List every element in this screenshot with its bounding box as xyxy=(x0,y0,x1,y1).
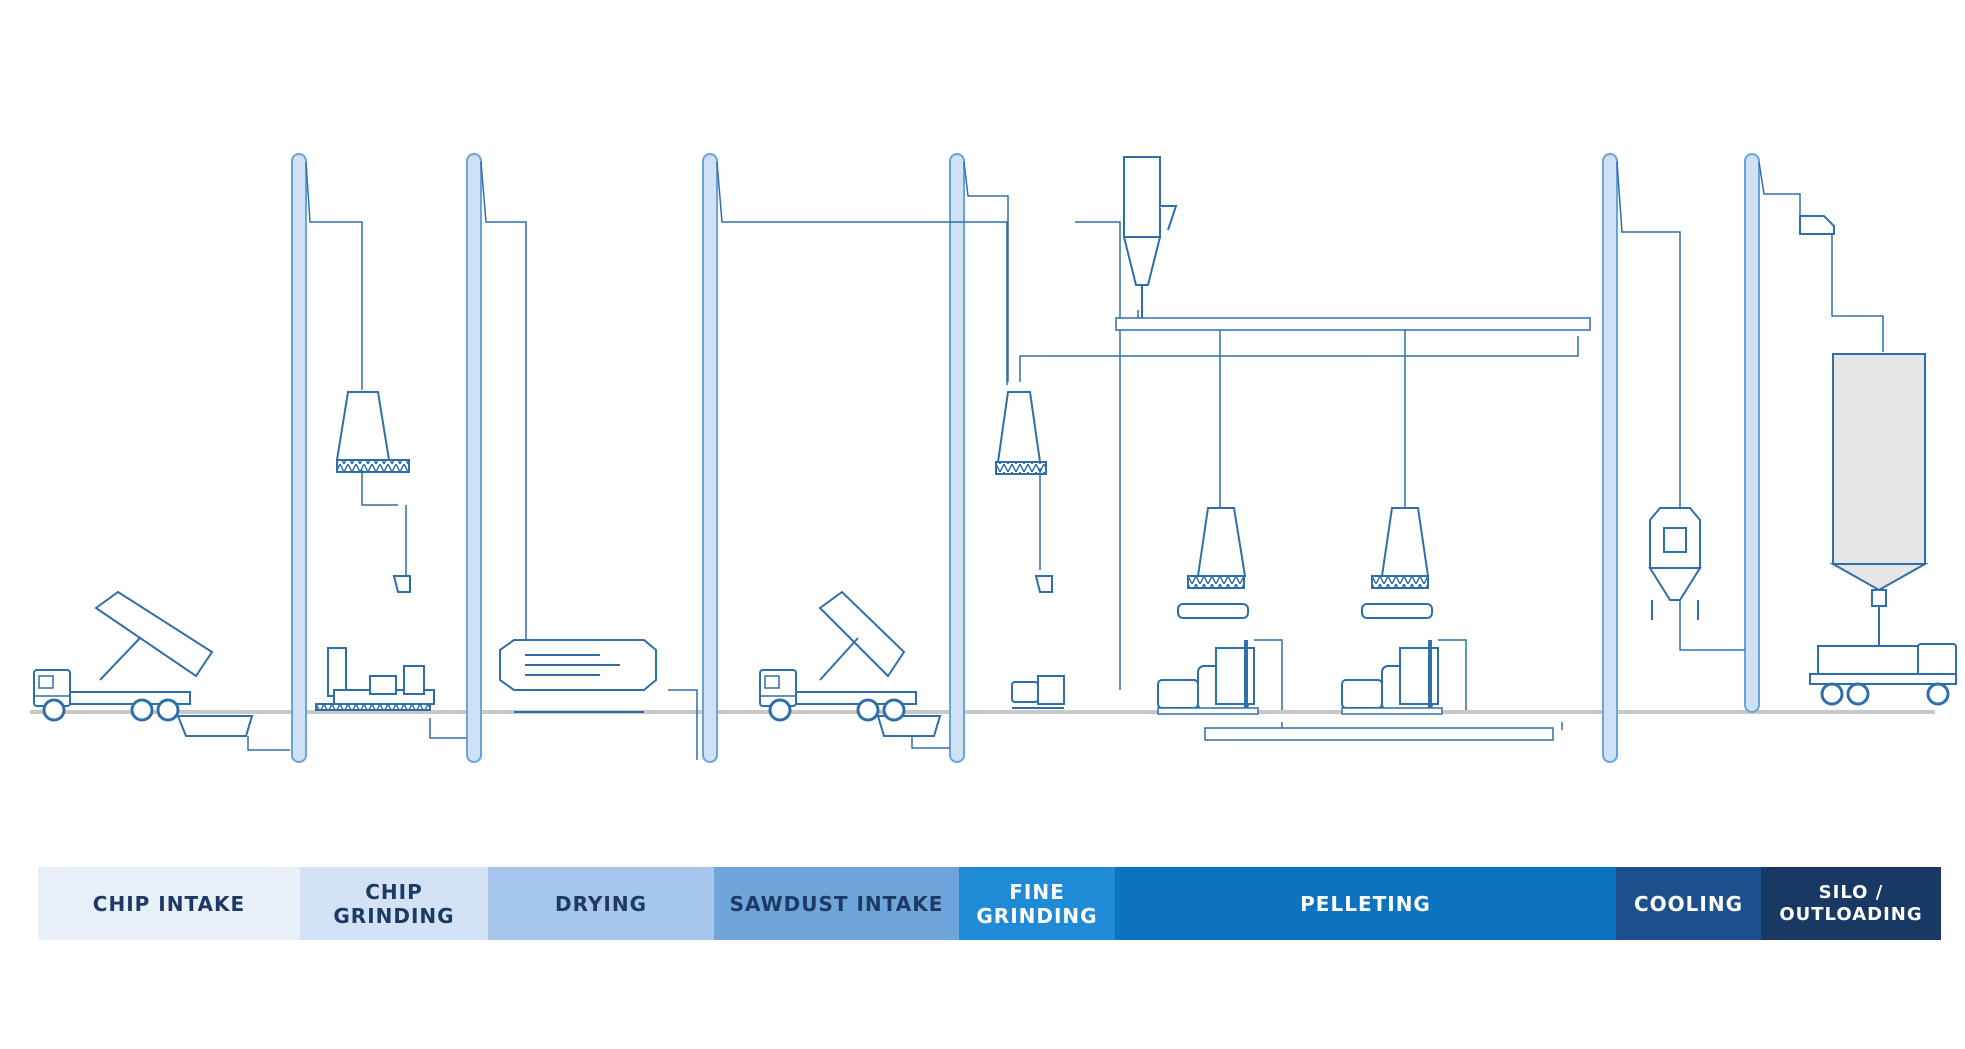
process-piping xyxy=(247,161,1884,760)
fine-grinder-icon xyxy=(1011,675,1065,709)
stage-fine-grinding: FINE GRINDING xyxy=(959,867,1115,940)
chip-grinder-icon xyxy=(315,647,435,711)
stage-label: CHIP INTAKE xyxy=(92,891,246,916)
stage-label: DRYING xyxy=(555,891,647,916)
stage-label: FINE GRINDING xyxy=(976,879,1098,928)
stage-label: COOLING xyxy=(1633,891,1744,916)
stage-pelleting: PELLETING xyxy=(1115,867,1616,940)
feeders xyxy=(392,575,1433,619)
pellet-press-1 xyxy=(1157,639,1283,715)
stage-label: CHIP GRINDING xyxy=(333,879,455,928)
cyclone-icon xyxy=(1122,156,1178,318)
storage-silo-icon xyxy=(1829,353,1929,646)
stage-sawdust-intake: SAWDUST INTAKE xyxy=(714,867,959,940)
stage-label: SILO / OUTLOADING xyxy=(1779,881,1923,925)
stage-chip-grinding: CHIP GRINDING xyxy=(300,867,488,940)
drum-dryer-icon xyxy=(499,639,657,713)
stage-cooling: COOLING xyxy=(1616,867,1761,940)
ground-line xyxy=(30,710,1935,714)
pellet-press-2 xyxy=(1341,639,1467,715)
stage-silo-outloading: SILO / OUTLOADING xyxy=(1761,867,1941,940)
stage-label: PELLETING xyxy=(1300,891,1431,916)
stage-drying: DRYING xyxy=(488,867,714,940)
hoppers xyxy=(335,391,1430,589)
outloading-truck xyxy=(1809,643,1957,706)
truck-beds xyxy=(94,590,906,681)
stage-label: SAWDUST INTAKE xyxy=(729,891,944,916)
process-stage-bar: CHIP INTAKE CHIP GRINDING DRYING SAWDUST… xyxy=(38,867,1941,940)
cooler-icon xyxy=(1648,507,1702,620)
bucket-elevators xyxy=(291,153,1760,763)
cleaner-icon xyxy=(1799,215,1835,235)
stage-chip-intake: CHIP INTAKE xyxy=(38,867,300,940)
distribution-conveyors xyxy=(1115,317,1591,741)
